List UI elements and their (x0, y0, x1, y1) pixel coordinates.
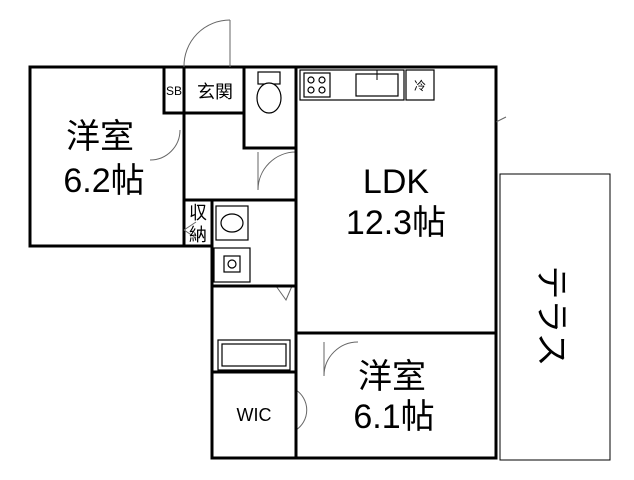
wic-label: WIC (237, 405, 272, 425)
ldk-size: 12.3帖 (346, 204, 446, 242)
sink-icon (220, 213, 244, 233)
storage-door (183, 221, 197, 231)
western-left-door-swing (149, 129, 181, 161)
western-left-size: 6.2帖 (63, 162, 144, 200)
western-left-name: 洋室 (66, 118, 134, 156)
burner-icon (307, 76, 315, 84)
storage-label-1: 収 (189, 203, 207, 223)
ldk-name: LDK (363, 163, 429, 201)
terrace-area (499, 173, 611, 461)
storage-label-2: 納 (189, 225, 207, 245)
wic-door-swing (295, 389, 308, 431)
toilet-tank (257, 71, 281, 85)
front-door-swing (183, 19, 231, 68)
terrace-label: テラス (532, 265, 570, 366)
fridge-space (405, 69, 435, 101)
ldk-terrace-door (495, 116, 507, 123)
western-right-size: 6.1帖 (353, 398, 434, 436)
entrance-label: 玄関 (197, 82, 233, 102)
washroom-door (275, 285, 293, 302)
western-right-door-swing (323, 341, 359, 377)
stove (303, 72, 331, 98)
toilet-door-swing (257, 151, 297, 191)
western-right-name: 洋室 (358, 358, 426, 396)
toilet-icon (256, 82, 282, 114)
fridge-label: 冷 (414, 79, 426, 93)
shoe-box-label: SB (166, 84, 182, 98)
western-room-left (28, 65, 186, 248)
